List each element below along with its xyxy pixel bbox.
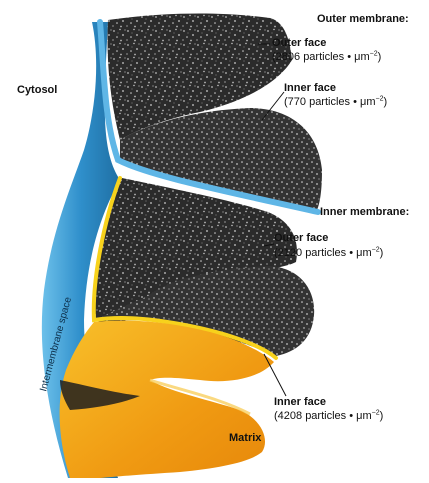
- density-text: (4208 particles • μm: [274, 410, 372, 422]
- inner-membrane-heading: Inner membrane:: [320, 206, 409, 219]
- inner-membrane-inner-face-label: Inner face: [274, 396, 326, 409]
- outer-membrane-inner-face-density: (770 particles • μm−2): [284, 96, 387, 109]
- density-text: (2120 particles • μm: [274, 247, 372, 259]
- paren: ): [380, 410, 384, 422]
- paren: ): [378, 51, 382, 63]
- matrix-label: Matrix: [229, 432, 261, 445]
- outer-membrane-outer-face-label: Outer face: [272, 37, 326, 50]
- outer-membrane-heading: Outer membrane:: [317, 13, 409, 26]
- inner-membrane-outer-face-label: Outer face: [274, 232, 328, 245]
- inner-membrane-inner-face-density: (4208 particles • μm−2): [274, 410, 383, 423]
- outer-membrane-outer-face-density: (2806 particles • μm−2): [272, 51, 381, 64]
- leader-inner-face-im: [264, 354, 286, 396]
- inner-membrane-outer-face-density: (2120 particles • μm−2): [274, 247, 383, 260]
- density-text: (2806 particles • μm: [272, 51, 370, 63]
- outer-membrane-inner-face-label: Inner face: [284, 82, 336, 95]
- paren: ): [383, 96, 387, 108]
- cytosol-label: Cytosol: [17, 84, 57, 97]
- paren: ): [380, 247, 384, 259]
- exponent: −2: [372, 246, 380, 253]
- exponent: −2: [370, 50, 378, 57]
- exponent: −2: [372, 409, 380, 416]
- density-text: (770 particles • μm: [284, 96, 376, 108]
